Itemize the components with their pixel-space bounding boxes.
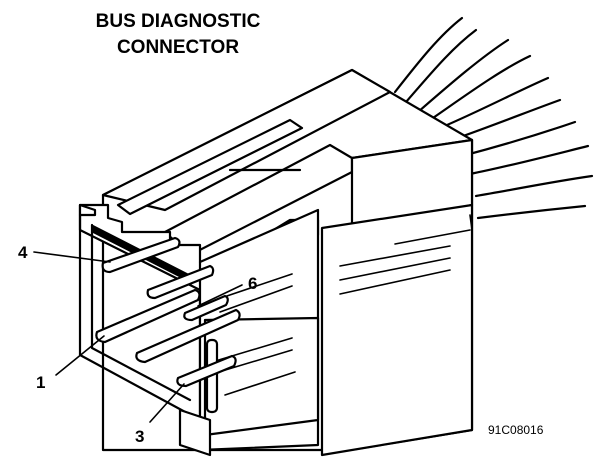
callout-label-4: 4: [18, 243, 28, 262]
pin-5-terminal: [146, 264, 215, 300]
pin-1-terminal: [95, 288, 201, 344]
pin-4-terminal: [101, 236, 181, 274]
callout-label-1: 1: [36, 373, 45, 392]
connector-front-shell: [78, 203, 320, 457]
title-line-1: BUS DIAGNOSTIC: [96, 11, 261, 32]
callout-label-3: 3: [135, 427, 144, 446]
title-line-2: CONNECTOR: [117, 37, 239, 58]
callout-leaders: [33, 251, 243, 423]
terminal-pins: [95, 236, 241, 388]
callout-label-6: 6: [248, 274, 257, 293]
pin-2-terminal: [135, 308, 241, 364]
figure-reference: 91C08016: [488, 423, 544, 437]
pin-3-terminal: [176, 354, 237, 388]
pin-6-terminal: [183, 294, 229, 322]
